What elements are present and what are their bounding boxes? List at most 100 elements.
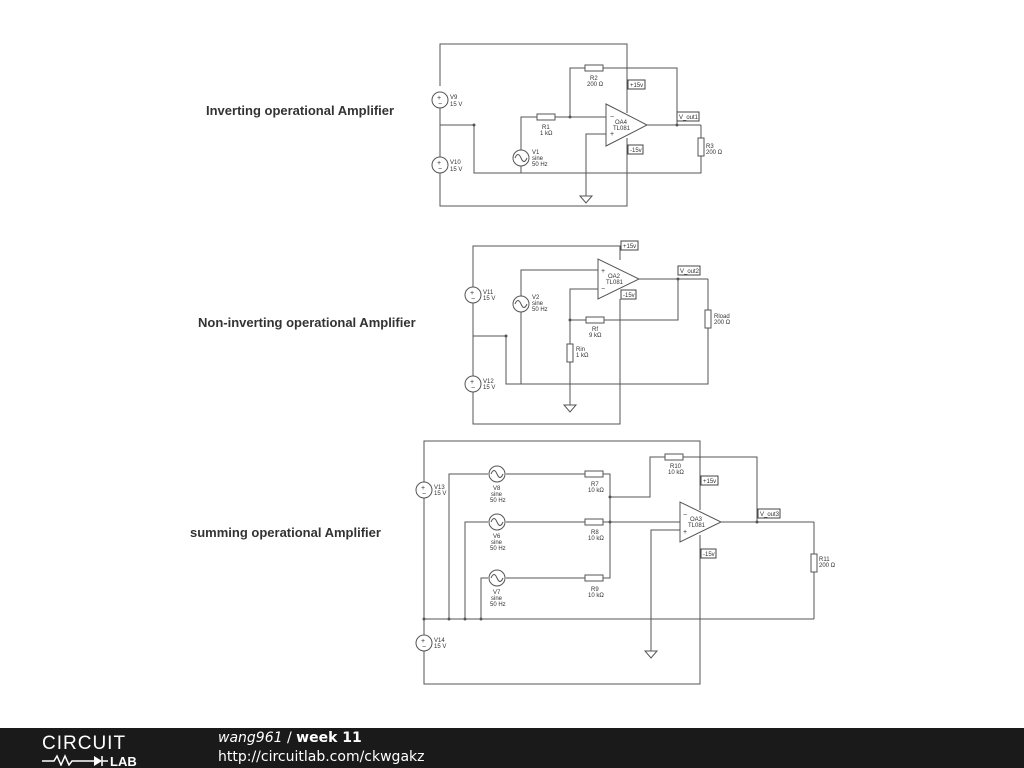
- junction-dot: [422, 617, 426, 621]
- junction-dot: [472, 123, 476, 127]
- footer-project-name[interactable]: week 11: [296, 730, 362, 746]
- svg-text:+15v: +15v: [630, 83, 643, 89]
- v13-value: 15 V: [434, 491, 446, 497]
- svg-text:+: +: [470, 379, 474, 386]
- schematic-canvas[interactable]: +− V9 15 V +− V10 15 V V1 sine 50 Hz R1 …: [0, 0, 1024, 728]
- oa2-model: TL081: [606, 280, 624, 286]
- svg-text:−: −: [438, 166, 442, 173]
- dc-source-v9[interactable]: +− V9 15 V: [431, 91, 462, 109]
- svg-text:+15v: +15v: [703, 479, 716, 485]
- v7-type: sine: [491, 596, 503, 602]
- footer-username[interactable]: wang961: [218, 730, 283, 746]
- resistor-r9[interactable]: R9 10 kΩ: [584, 574, 604, 599]
- svg-text:CIRCUIT: CIRCUIT: [42, 733, 126, 754]
- v11-name: V11: [483, 290, 494, 296]
- svg-text:−: −: [422, 644, 426, 651]
- svg-text:−: −: [422, 491, 426, 498]
- oa4-model: TL081: [613, 126, 631, 132]
- ground-icon: [562, 404, 578, 413]
- svg-text:+15v: +15v: [623, 244, 636, 250]
- footer-url-link[interactable]: http://circuitlab.com/ckwgakz: [218, 749, 425, 765]
- title-noninverting-amplifier: Non-inverting operational Amplifier: [198, 315, 416, 330]
- v10-name: V10: [450, 160, 461, 166]
- dc-source-v14[interactable]: +− V14 15 V: [415, 634, 446, 652]
- svg-text:V_out2: V_out2: [680, 269, 700, 275]
- sine-source-v1[interactable]: V1 sine 50 Hz: [512, 149, 548, 168]
- junction-dot: [568, 318, 572, 322]
- resistor-r2[interactable]: R2 200 Ω: [584, 64, 604, 88]
- junction-dot: [479, 617, 483, 621]
- title-inverting-amplifier: Inverting operational Amplifier: [206, 103, 395, 118]
- resistor-rin[interactable]: Rin 1 kΩ: [566, 343, 589, 363]
- v13-name: V13: [434, 485, 445, 491]
- r7-name: R7: [591, 482, 599, 488]
- svg-text:+: +: [470, 290, 474, 297]
- title-summing-amplifier: summing operational Amplifier: [190, 525, 381, 540]
- rin-value: 1 kΩ: [576, 353, 589, 359]
- ground-icon: [643, 650, 659, 659]
- resistor-rf[interactable]: Rf 9 kΩ: [585, 316, 605, 339]
- resistor-r10[interactable]: R10 10 kΩ: [664, 453, 684, 476]
- svg-text:+: +: [437, 95, 441, 102]
- rf-name: Rf: [592, 327, 598, 333]
- resistor-rload[interactable]: Rload 200 Ω: [704, 309, 731, 329]
- rin-name: Rin: [576, 347, 585, 353]
- v9-value: 15 V: [450, 102, 462, 108]
- svg-text:−: −: [471, 385, 475, 392]
- v8-freq: 50 Hz: [490, 498, 506, 504]
- resistor-r8[interactable]: R8 10 kΩ: [584, 518, 604, 542]
- resistor-r7[interactable]: R7 10 kΩ: [584, 470, 604, 494]
- resistor-r11[interactable]: R11 200 Ω: [810, 553, 836, 573]
- svg-text:V_out3: V_out3: [760, 512, 780, 518]
- sine-source-v2[interactable]: V2 sine 50 Hz: [512, 295, 548, 313]
- dc-source-v11[interactable]: +− V11 15 V: [464, 286, 495, 304]
- opamp-oa2[interactable]: +− OA2 TL081: [597, 258, 641, 300]
- net-label-vout3: V_out3: [757, 508, 781, 519]
- v1-freq: 50 Hz: [532, 162, 548, 168]
- resistor-r1[interactable]: R1 1 kΩ: [536, 113, 556, 137]
- oa2-name: OA2: [608, 274, 621, 280]
- svg-text:−: −: [438, 101, 442, 108]
- summing-wires: [423, 440, 815, 685]
- net-label-neg15-oa3: -15v: [700, 548, 717, 559]
- v2-name: V2: [532, 295, 540, 301]
- sine-source-v7[interactable]: V7 sine 50 Hz: [488, 569, 506, 608]
- junction-dot: [504, 334, 508, 338]
- oa3-name: OA3: [690, 517, 703, 523]
- svg-text:+: +: [421, 485, 425, 492]
- junction-dot: [755, 520, 759, 524]
- svg-text:−: −: [601, 286, 605, 293]
- resistor-r3[interactable]: R3 200 Ω: [697, 137, 723, 157]
- svg-text:+: +: [437, 160, 441, 167]
- svg-text:-15v: -15v: [630, 148, 642, 154]
- v9-name: V9: [450, 95, 458, 101]
- noninverting-circuit: +− V11 15 V +− V12 15 V V2 sine 50 Hz +−…: [464, 240, 731, 425]
- dc-source-v10[interactable]: +− V10 15 V: [431, 156, 462, 174]
- svg-text:LAB: LAB: [110, 754, 137, 766]
- v14-name: V14: [434, 638, 445, 644]
- r8-value: 10 kΩ: [588, 536, 604, 542]
- v6-freq: 50 Hz: [490, 546, 506, 552]
- summing-circuit: +− V13 15 V +− V14 15 V V8 sine 50 Hz V6…: [415, 440, 836, 685]
- v2-freq: 50 Hz: [532, 307, 548, 313]
- rload-name: Rload: [714, 314, 730, 320]
- opamp-oa4[interactable]: −+ OA4 TL081: [605, 95, 649, 156]
- r10-value: 10 kΩ: [668, 470, 684, 476]
- inverting-wires: [439, 43, 702, 207]
- r7-value: 10 kΩ: [588, 488, 604, 494]
- v7-freq: 50 Hz: [490, 602, 506, 608]
- r9-value: 10 kΩ: [588, 593, 604, 599]
- r3-value: 200 Ω: [706, 150, 723, 156]
- v12-value: 15 V: [483, 385, 495, 391]
- circuitlab-logo[interactable]: CIRCUIT LAB: [40, 732, 180, 766]
- v2-type: sine: [532, 301, 544, 307]
- footer-title: wang961 / week 11: [218, 730, 362, 746]
- dc-source-v12[interactable]: +− V12 15 V: [464, 375, 495, 393]
- sine-source-v6[interactable]: V6 sine 50 Hz: [488, 513, 506, 552]
- dc-source-v13[interactable]: +− V13 15 V: [415, 481, 446, 499]
- sine-source-v8[interactable]: V8 sine 50 Hz: [488, 465, 506, 504]
- v10-value: 15 V: [450, 167, 462, 173]
- opamp-oa3[interactable]: −+ OA3 TL081: [679, 501, 723, 543]
- svg-text:−: −: [471, 296, 475, 303]
- r9-name: R9: [591, 587, 599, 593]
